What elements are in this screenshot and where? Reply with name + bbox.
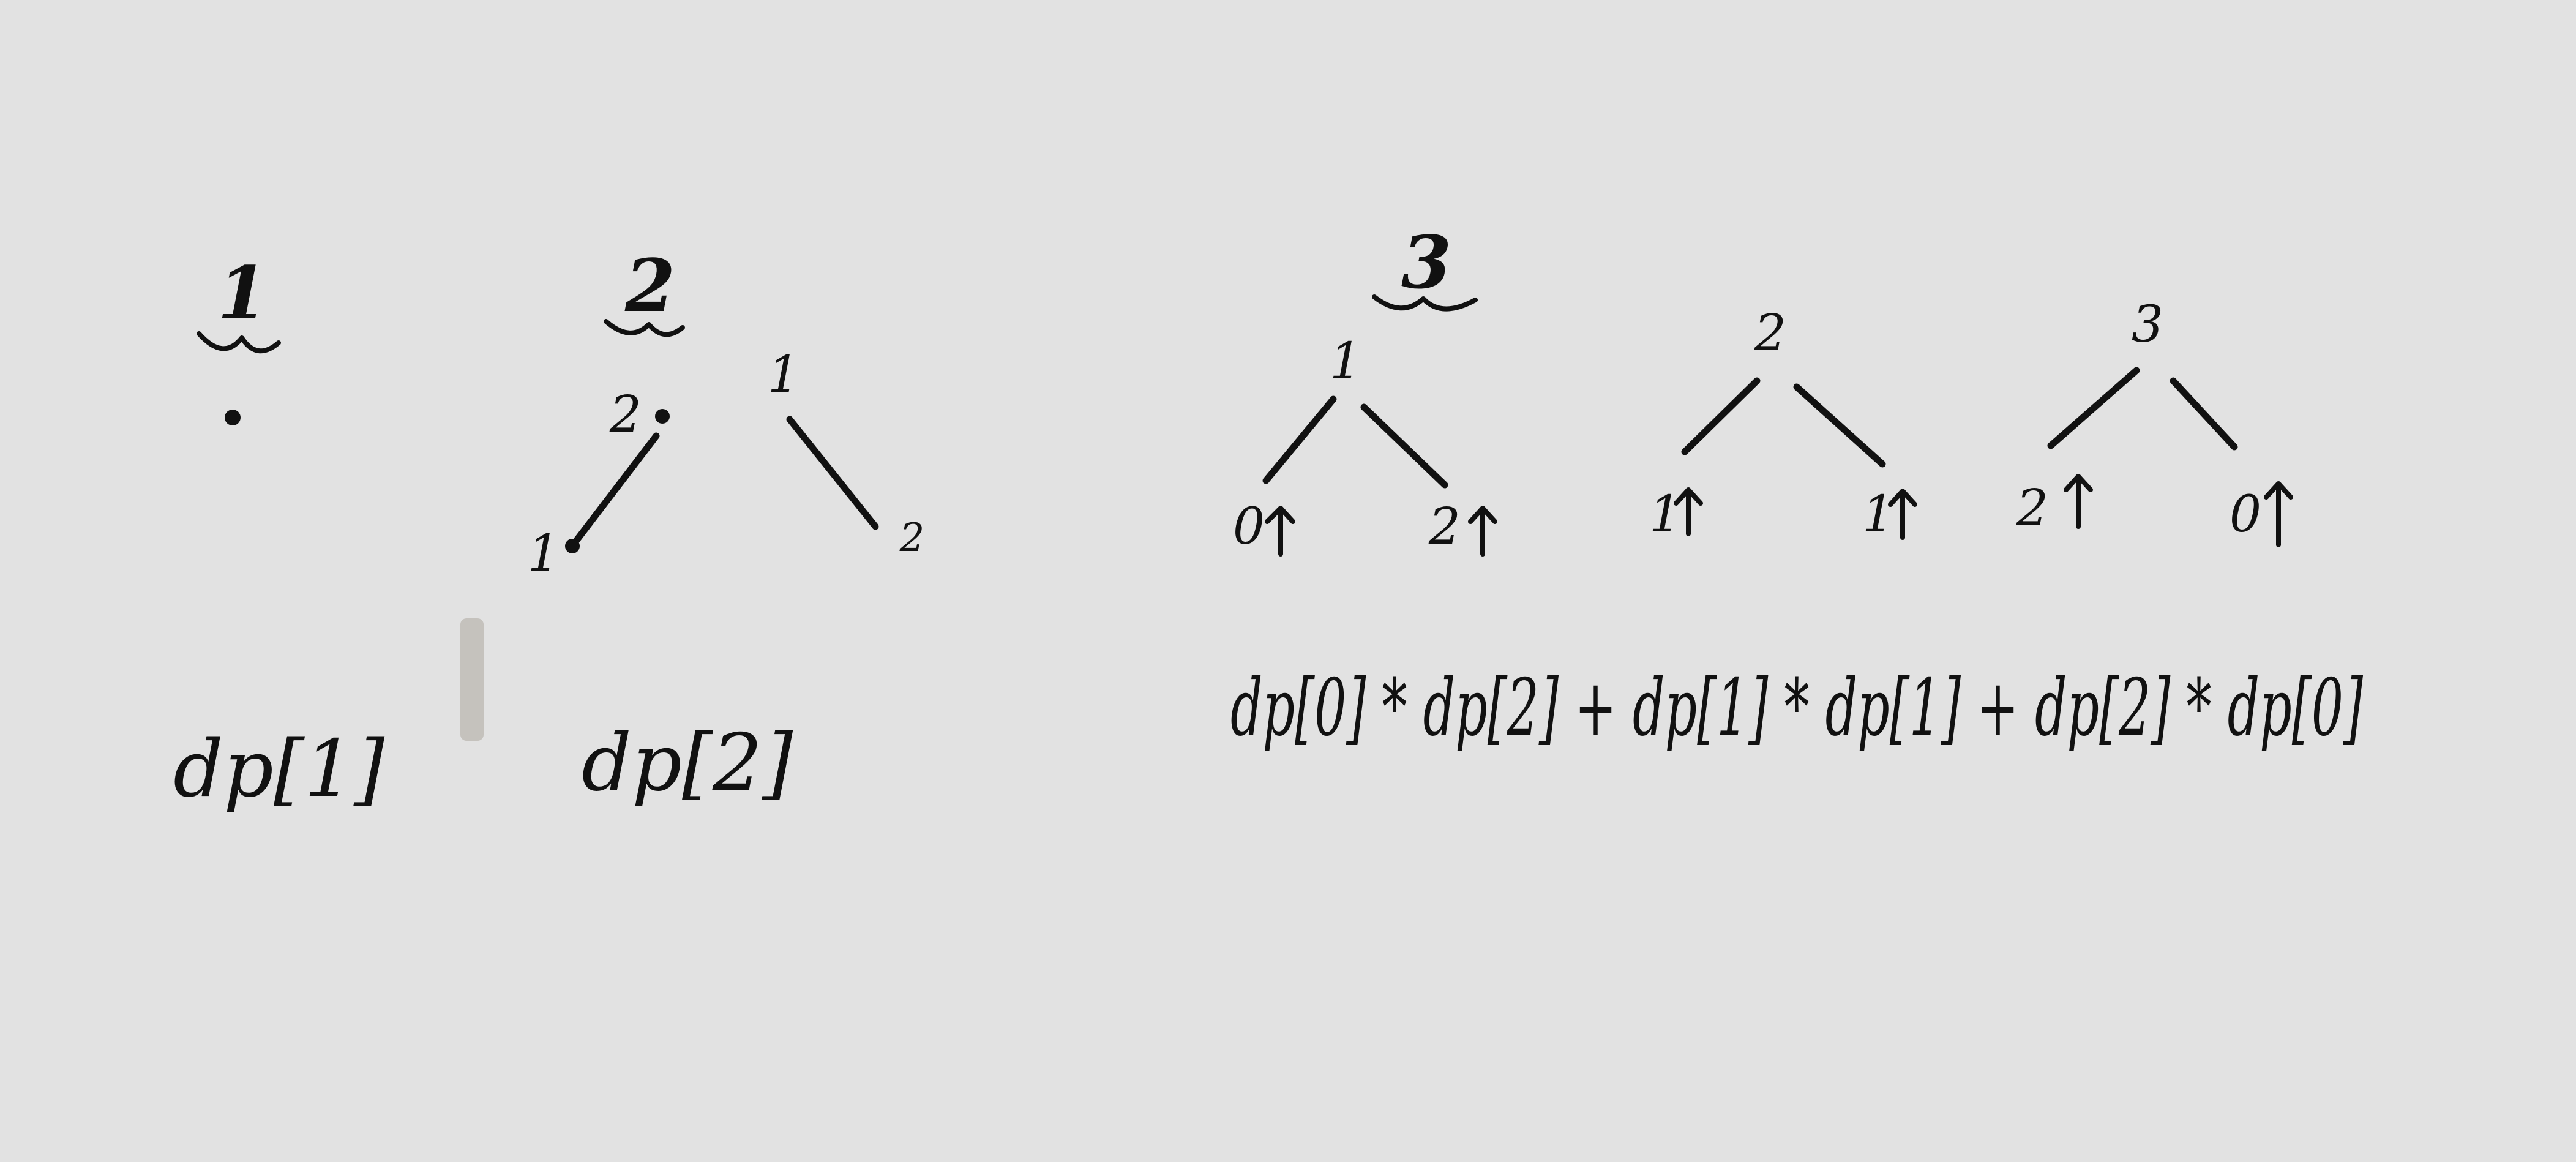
tree-node-root: 1 [1330, 332, 1361, 391]
up-arrow-icon [2064, 474, 2093, 529]
tree-edge-right [2170, 377, 2238, 451]
up-arrow-icon [1265, 506, 1295, 557]
tree-node-dot [565, 539, 580, 553]
group-n2-brace [604, 319, 685, 337]
tree-node-right: 2 [1428, 498, 1461, 556]
tree-n3-root3: 3 2 0 [2016, 296, 2293, 547]
group-n2: 2 2 1 1 2 dp[2] [528, 243, 924, 809]
tree-node-right: 0 [2230, 485, 2261, 544]
tree-node-right: 1 [1862, 485, 1894, 544]
tree-node-root: 2 [609, 386, 642, 444]
group-n1-title: 1 [217, 250, 268, 335]
tree-node-right: 2 [899, 515, 925, 561]
tree-edge-left [2047, 367, 2140, 449]
group-n3-formula: dp[0] * dp[2] + dp[1] * dp[1] + dp[2] * … [1230, 662, 2364, 754]
tree-n2-root1: 1 2 [768, 346, 924, 561]
tree-node-left: 1 [528, 525, 560, 583]
tree-edge-right [1793, 383, 1886, 468]
tree-node-left: 0 [1233, 498, 1265, 556]
tree-node-root: 3 [2132, 296, 2163, 354]
tree-node-root: 2 [1754, 304, 1786, 362]
group-n1: 1 dp[1] [173, 250, 385, 815]
tree-edge-right [1360, 403, 1448, 489]
tree-n2-root2: 2 1 [528, 386, 670, 583]
tree-edge [572, 432, 660, 545]
tree-edge-left [1681, 377, 1761, 455]
group-n1-formula: dp[1] [173, 724, 385, 815]
tree-n3-root1: 1 0 2 [1233, 332, 1497, 557]
up-arrow-icon [1674, 487, 1703, 536]
group-n2-formula: dp[2] [582, 718, 793, 809]
tree-node-left: 2 [2016, 479, 2048, 538]
group-n2-title: 2 [624, 243, 675, 328]
group-n3-brace [1372, 294, 1478, 312]
group-n1-brace [197, 331, 281, 354]
up-arrow-icon [1888, 489, 1917, 540]
single-node [225, 410, 241, 425]
up-arrow-icon [2264, 481, 2293, 547]
up-arrow-icon [1468, 506, 1497, 557]
group-n3-title: 3 [1401, 220, 1451, 305]
tree-edge-left [1262, 395, 1337, 484]
group-n3: 3 1 0 2 2 1 1 3 2 0 [1230, 220, 2364, 754]
tree-node-root: 1 [768, 346, 799, 404]
paper-smudge [460, 618, 484, 741]
tree-node-left: 1 [1649, 485, 1681, 544]
tree-edge [786, 416, 879, 530]
tree-node-dot [655, 409, 670, 424]
tree-n3-root2: 2 1 1 [1649, 304, 1917, 544]
